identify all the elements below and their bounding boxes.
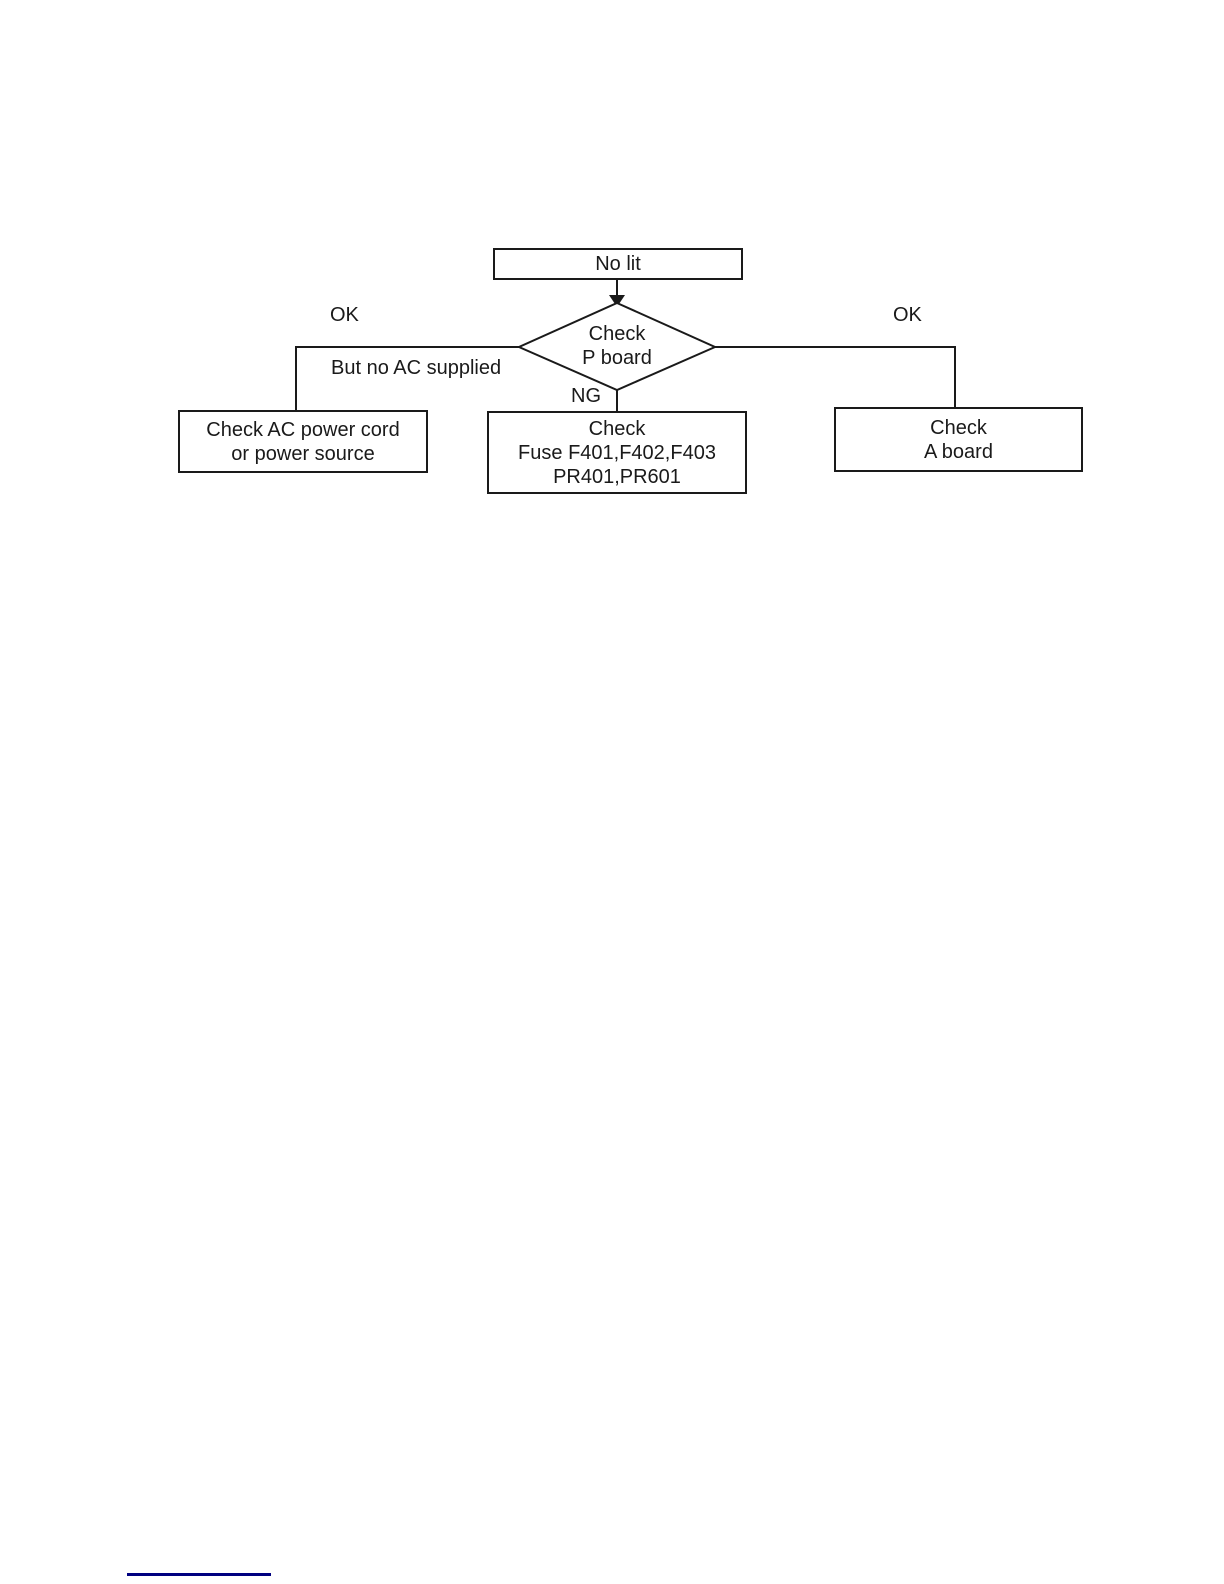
decision-line-2: P board [582, 347, 652, 369]
edge-label-but-no-ac-supplied: But no AC supplied [331, 357, 502, 379]
node-left-line-1: Check AC power cord [206, 418, 400, 441]
connector-right-branch [715, 346, 956, 408]
decision-line-1: Check [588, 323, 646, 345]
footer-link-underline[interactable] [127, 1573, 271, 1576]
edge-label-ok-right: OK [893, 304, 922, 326]
edge-label-ok-left: OK [330, 304, 359, 326]
node-left-line-2: or power source [231, 442, 375, 465]
node-check-ac-power-cord: Check AC power cord or power source [178, 410, 428, 473]
node-start: No lit [493, 248, 743, 280]
flowchart-connectors [295, 280, 956, 413]
node-middle-line-2: Fuse F401,F402,F403 [518, 441, 716, 464]
node-middle-line-3: PR401,PR601 [553, 465, 681, 488]
node-check-a-board: Check A board [834, 407, 1083, 472]
edge-label-ng: NG [571, 385, 601, 407]
node-decision-label: Check P board [507, 322, 727, 370]
node-start-label: No lit [595, 253, 641, 275]
node-right-line-1: Check [930, 416, 987, 439]
connector-left-branch [295, 346, 519, 411]
node-check-fuses: Check Fuse F401,F402,F403 PR401,PR601 [487, 411, 747, 494]
arrowhead-down-icon [609, 295, 625, 307]
node-right-line-2: A board [924, 440, 993, 463]
node-middle-line-1: Check [588, 417, 646, 440]
